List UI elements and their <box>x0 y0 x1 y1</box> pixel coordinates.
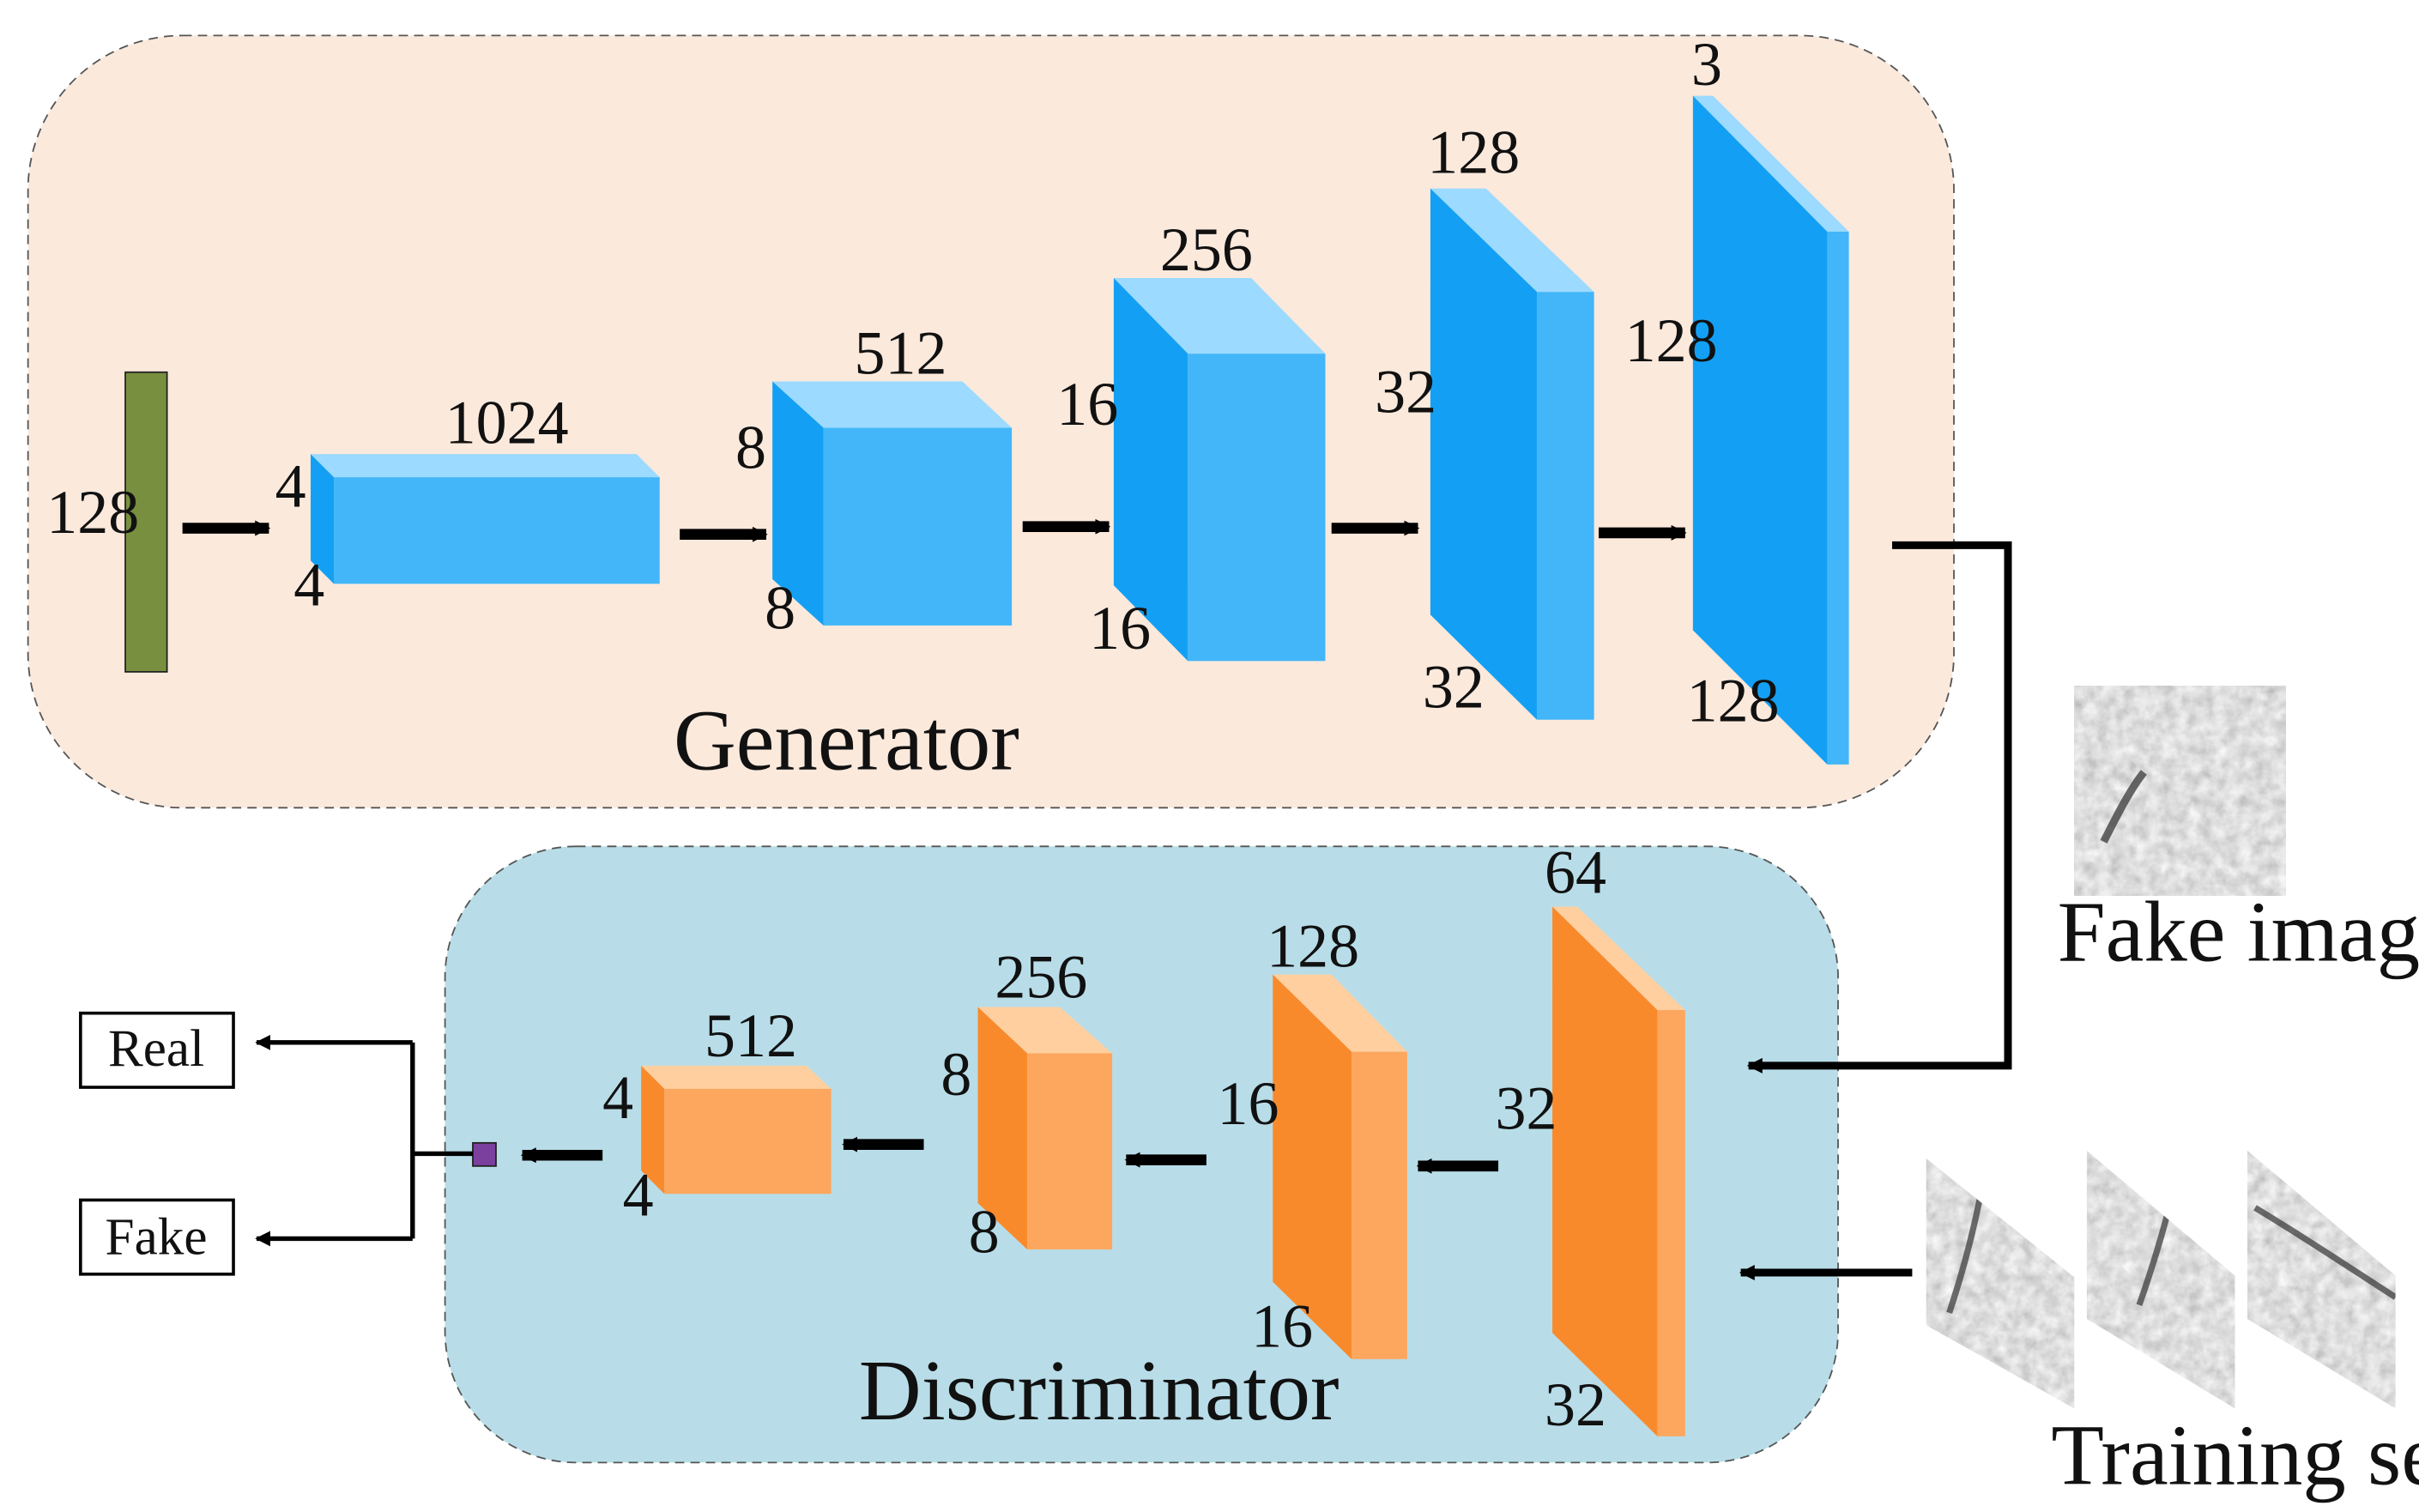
training-sample-3 <box>2247 1150 2396 1409</box>
discriminator-layer-2-depth: 128 <box>1267 912 1359 981</box>
training-sample-1 <box>1926 1158 2075 1409</box>
generator-layer-5-height: 128 <box>1625 306 1718 375</box>
fake-image-label: Fake image <box>2058 883 2419 979</box>
generator-title: Generator <box>674 692 1019 788</box>
discriminator-layer-3 <box>977 1007 1113 1250</box>
training-set-label: Training set <box>2051 1407 2419 1503</box>
generator-layer-4 <box>1430 188 1594 720</box>
discriminator-layer-1-width: 32 <box>1545 1370 1606 1439</box>
generator-layer-2-height: 8 <box>735 413 766 481</box>
fake-image-mark <box>2100 770 2147 844</box>
discriminator-layer-3-height: 8 <box>940 1040 971 1109</box>
generator-layer-3 <box>1113 277 1326 662</box>
training-sample-2 <box>2086 1150 2235 1409</box>
discriminator-title: Discriminator <box>859 1342 1340 1438</box>
generator-layer-5 <box>1692 95 1849 765</box>
discriminator-layer-1-depth: 64 <box>1545 838 1606 906</box>
discriminator-layer-4-width: 4 <box>623 1160 654 1229</box>
discriminator-layer-2 <box>1273 974 1407 1359</box>
generator-layer-1 <box>311 454 660 584</box>
discriminator-layer-2-width: 16 <box>1251 1291 1313 1360</box>
fake-image <box>2074 686 2286 896</box>
generator-layer-3-depth: 256 <box>1160 215 1253 284</box>
generator-to-discriminator-connector <box>1746 541 2012 1074</box>
generator-layer-2-depth: 512 <box>855 319 947 388</box>
real-output-box <box>79 1011 235 1089</box>
discriminator-layer-1 <box>1552 906 1685 1436</box>
discriminator-layer-4 <box>641 1065 832 1194</box>
fake-output-label: Fake <box>106 1207 208 1266</box>
fake-output-box <box>79 1198 235 1276</box>
discriminator-layer-2-height: 16 <box>1217 1069 1279 1138</box>
discriminator-layer-3-width: 8 <box>969 1198 1000 1267</box>
generator-layer-5-depth: 3 <box>1691 30 1722 99</box>
noise-vector-size: 128 <box>46 478 139 547</box>
discriminator-layer-4-height: 4 <box>602 1063 633 1132</box>
real-output-label: Real <box>108 1019 204 1078</box>
generator-layer-1-width: 4 <box>293 551 324 620</box>
discriminator-layer-1-height: 32 <box>1495 1074 1557 1143</box>
noise-vector <box>124 371 168 673</box>
generator-layer-5-width: 128 <box>1687 667 1780 735</box>
discriminator-layer-4-depth: 512 <box>705 1001 797 1070</box>
generator-layer-1-depth: 1024 <box>445 389 569 457</box>
generator-layer-2-width: 8 <box>765 574 795 643</box>
generator-layer-3-height: 16 <box>1056 370 1118 438</box>
output-branch-connector <box>410 1042 473 1239</box>
generator-layer-4-height: 32 <box>1375 358 1436 426</box>
discriminator-layer-3-depth: 256 <box>995 943 1087 1012</box>
generator-layer-4-depth: 128 <box>1427 118 1520 187</box>
discriminator-output-node <box>472 1141 497 1167</box>
generator-layer-4-width: 32 <box>1423 652 1485 721</box>
generator-layer-3-width: 16 <box>1089 594 1151 662</box>
generator-layer-2 <box>772 381 1013 626</box>
generator-layer-1-height: 4 <box>275 451 306 520</box>
